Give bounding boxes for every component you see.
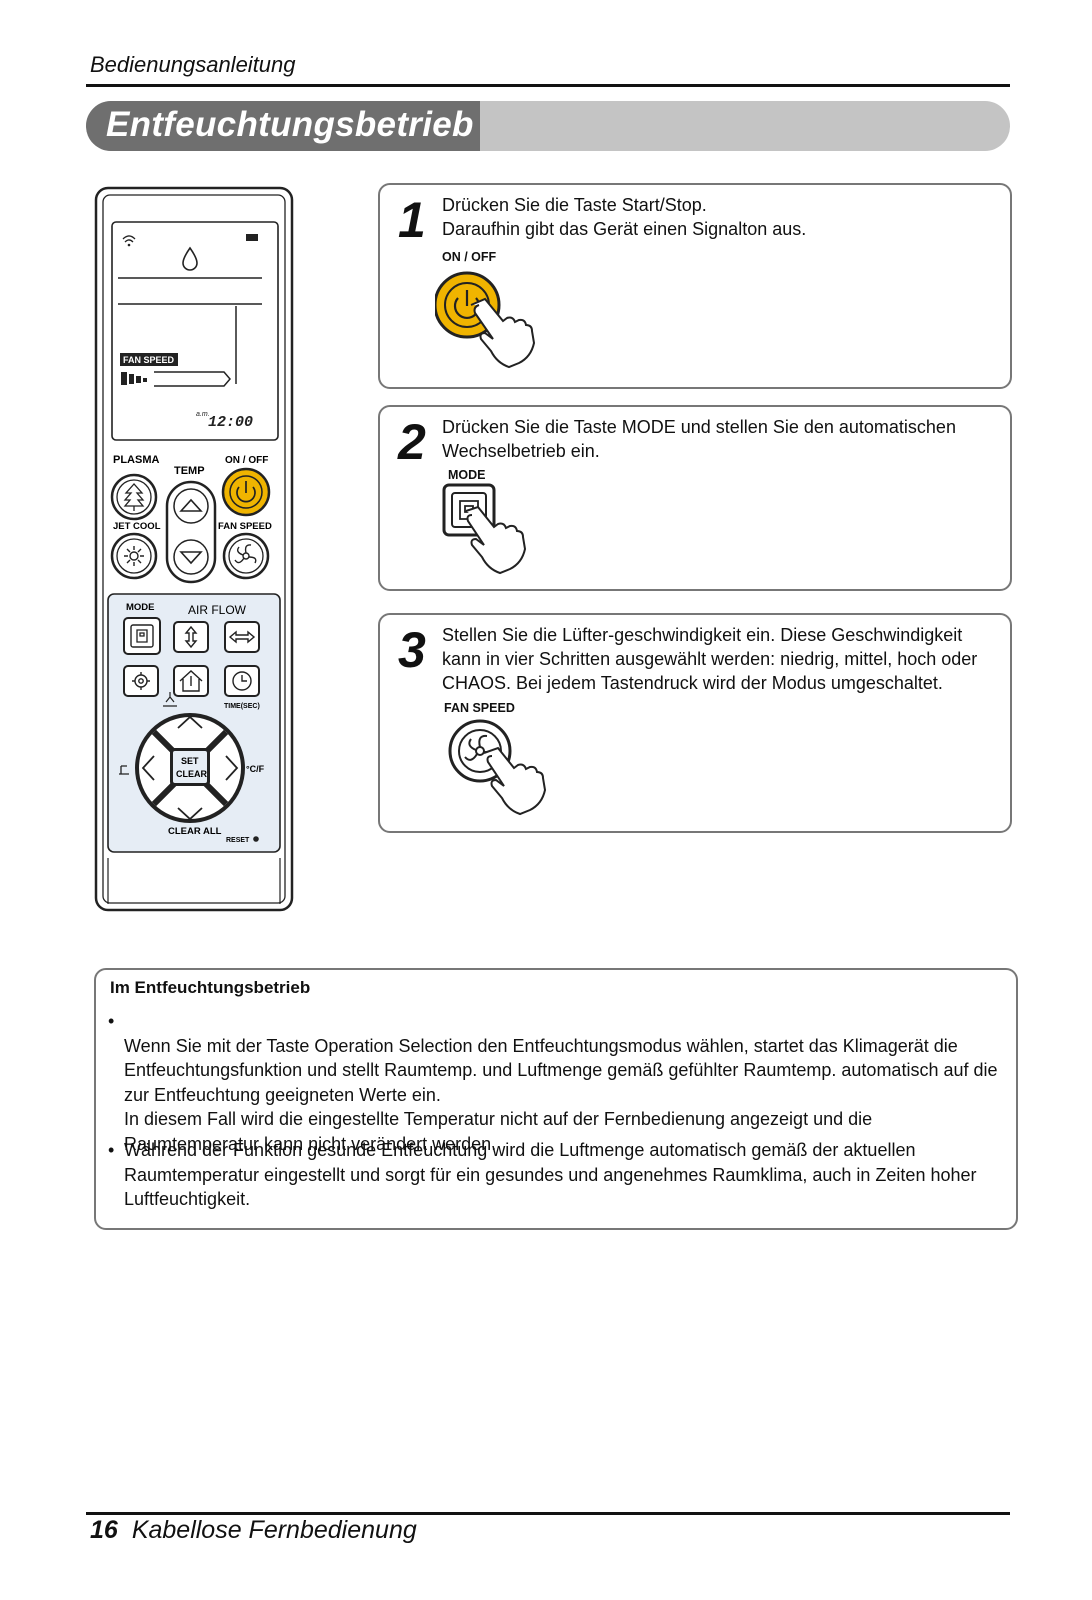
on-off-button[interactable] bbox=[221, 467, 271, 517]
note-item: • Während der Funktion gesunde Entfeuchtu… bbox=[108, 1138, 998, 1212]
battery-icon bbox=[246, 234, 258, 241]
down-arrow-icon bbox=[177, 807, 203, 821]
water-drop-icon bbox=[182, 246, 198, 271]
step-3-number: 3 bbox=[398, 622, 426, 678]
notes-title: Im Entfeuchtungsbetrieb bbox=[110, 978, 311, 997]
swing-vertical-button[interactable] bbox=[173, 621, 209, 653]
temp-down-icon bbox=[179, 551, 203, 565]
bullet-icon: • bbox=[108, 1011, 115, 1031]
clock-icon bbox=[232, 671, 252, 691]
note-item-1-text: Wenn Sie mit der Taste Operation Selecti… bbox=[124, 1035, 998, 1154]
plasma-label: PLASMA bbox=[113, 454, 160, 466]
step-3-button-label: FAN SPEED bbox=[444, 701, 515, 715]
fan-speed-label: FAN SPEED bbox=[218, 521, 272, 532]
reset-label: RESET bbox=[226, 837, 250, 844]
left-arrow-icon bbox=[141, 755, 155, 781]
mode-label: MODE bbox=[126, 602, 155, 613]
footer: 16 Kabellose Fernbedienung bbox=[90, 1516, 417, 1545]
jet-cool-button[interactable] bbox=[110, 532, 158, 580]
settings-button[interactable] bbox=[123, 665, 159, 697]
footer-section-title: Kabellose Fernbedienung bbox=[131, 1516, 417, 1544]
note-item: • Wenn Sie mit der Taste Operation Select… bbox=[108, 1009, 998, 1156]
time-set-label: TIME(SEC) bbox=[224, 703, 260, 710]
step-2-box: 2 Drücken Sie die Taste MODE und stellen… bbox=[378, 405, 1012, 591]
reset-button[interactable] bbox=[253, 836, 259, 842]
celsius-fahrenheit-label: °C/F bbox=[246, 764, 265, 774]
step-1-button-label: ON / OFF bbox=[442, 250, 497, 264]
notes-box: Im Entfeuchtungsbetrieb • Wenn Sie mit de… bbox=[94, 968, 1018, 1230]
section-title: Entfeuchtungsbetrieb bbox=[106, 105, 474, 144]
set-clear-button[interactable]: SET CLEAR bbox=[170, 748, 210, 786]
light-icon bbox=[163, 692, 177, 707]
temp-rocker[interactable] bbox=[165, 480, 217, 584]
fan-speed-button-illustration[interactable] bbox=[446, 717, 556, 827]
page-number: 16 bbox=[90, 1516, 118, 1544]
step-2-number: 2 bbox=[398, 414, 426, 470]
lcd-am-label: a.m. bbox=[196, 411, 210, 418]
fan-icon bbox=[234, 544, 257, 564]
footer-rule bbox=[86, 1512, 1010, 1515]
mode-icon bbox=[136, 629, 148, 643]
on-off-button-illustration[interactable] bbox=[435, 265, 545, 375]
header-rule bbox=[86, 84, 1010, 87]
step-1-text: Drücken Sie die Taste Start/Stop. Darauf… bbox=[442, 195, 807, 239]
step-2-text: Drücken Sie die Taste MODE und stellen S… bbox=[442, 417, 956, 461]
temp-up-icon bbox=[179, 498, 203, 512]
step-2-button-label: MODE bbox=[448, 468, 486, 482]
up-arrow-icon bbox=[177, 715, 203, 729]
home-temp-icon bbox=[179, 670, 203, 692]
hand-pointer-icon bbox=[483, 746, 547, 816]
bullet-icon: • bbox=[108, 1140, 115, 1160]
timer-button[interactable] bbox=[224, 665, 260, 697]
jet-cool-icon bbox=[124, 546, 144, 566]
step-3-box: 3 Stellen Sie die Lüfter-geschwindigkeit… bbox=[378, 613, 1012, 833]
home-temp-button[interactable] bbox=[173, 665, 209, 697]
mode-button-illustration[interactable] bbox=[440, 481, 540, 581]
left-side-icon bbox=[119, 765, 129, 775]
section-title-bar: Entfeuchtungsbetrieb bbox=[86, 101, 1010, 151]
clear-label: CLEAR bbox=[176, 769, 207, 779]
hand-pointer-icon bbox=[470, 297, 536, 369]
plasma-button[interactable] bbox=[110, 473, 158, 521]
set-label: SET bbox=[181, 756, 199, 766]
jet-cool-label: JET COOL bbox=[113, 521, 161, 532]
power-icon bbox=[236, 481, 256, 503]
temp-label: TEMP bbox=[174, 465, 205, 477]
air-flow-label: AIR FLOW bbox=[188, 603, 247, 617]
fan-speed-button[interactable] bbox=[222, 532, 270, 580]
settings-icon bbox=[132, 672, 150, 690]
clear-all-label: CLEAR ALL bbox=[168, 826, 222, 837]
step-1-box: 1 Drücken Sie die Taste Start/Stop. Dara… bbox=[378, 183, 1012, 389]
remote-control-illustration: FAN SPEED a.m. 12:00 PLASMA ON / OFF TEM… bbox=[94, 186, 294, 912]
step-1-number: 1 bbox=[398, 192, 426, 248]
lcd-fan-speed-label: FAN SPEED bbox=[123, 355, 175, 365]
mode-button[interactable] bbox=[123, 617, 161, 655]
manual-label: Bedienungsanleitung bbox=[90, 52, 296, 77]
right-arrow-icon bbox=[225, 755, 239, 781]
hand-pointer-icon bbox=[465, 505, 527, 575]
step-3-text: Stellen Sie die Lüfter-geschwindigkeit e… bbox=[442, 625, 978, 693]
note-item-2-text: Während der Funktion gesunde Entfeuchtun… bbox=[124, 1140, 977, 1209]
swing-horizontal-button[interactable] bbox=[224, 621, 260, 653]
swing-vertical-icon bbox=[184, 625, 198, 649]
section-title-dark-segment bbox=[86, 101, 480, 151]
lcd-time: 12:00 bbox=[208, 414, 253, 431]
signal-icon bbox=[122, 235, 136, 247]
swing-horizontal-icon bbox=[228, 630, 256, 644]
plasma-icon bbox=[123, 483, 145, 511]
on-off-label: ON / OFF bbox=[225, 455, 268, 466]
